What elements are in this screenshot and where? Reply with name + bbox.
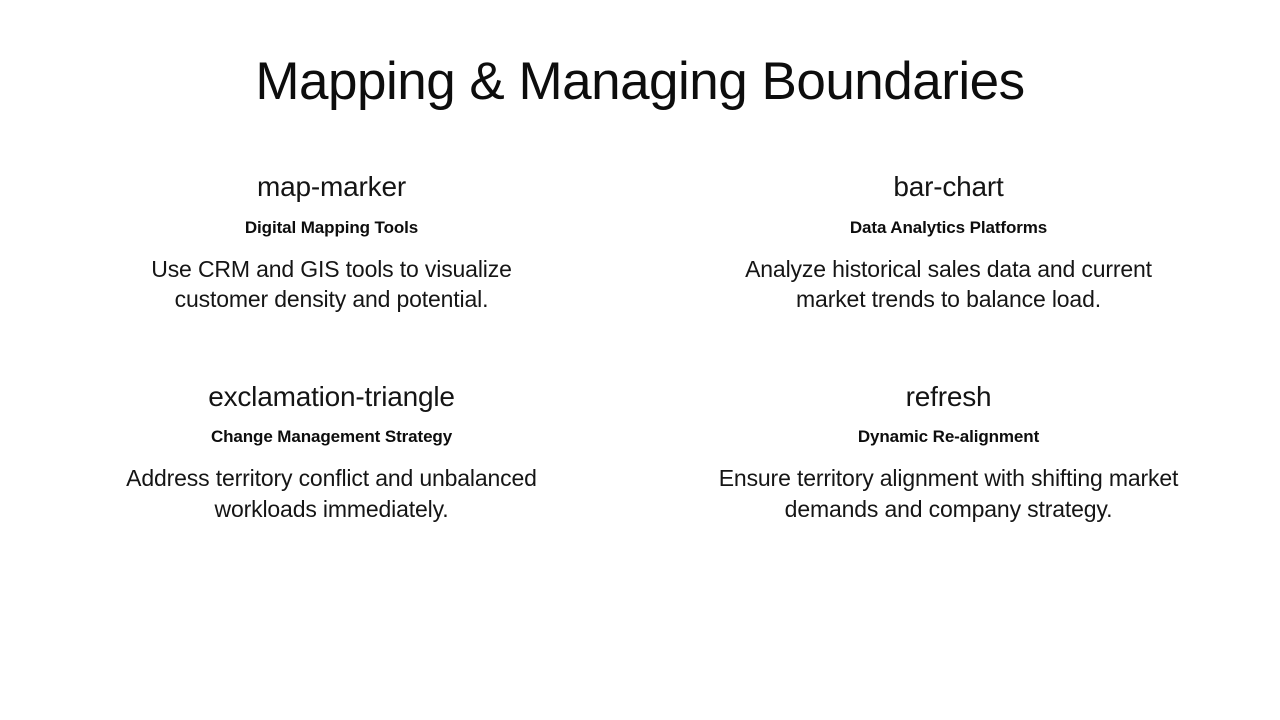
feature-card-subtitle: Data Analytics Platforms xyxy=(849,217,1048,237)
feature-card-subtitle: Change Management Strategy xyxy=(210,426,453,446)
feature-card-subtitle: Dynamic Re-alignment xyxy=(857,426,1040,446)
feature-card-subtitle: Digital Mapping Tools xyxy=(244,217,419,237)
feature-card-description: Analyze historical sales data and curren… xyxy=(745,255,1152,313)
feature-card-exclamation-triangle: exclamation-triangle Change Management S… xyxy=(72,381,592,524)
feature-card-bar-chart: bar-chart Data Analytics Platforms Analy… xyxy=(689,171,1209,314)
refresh-icon-label: refresh xyxy=(905,380,992,412)
feature-card-refresh: refresh Dynamic Re-alignment Ensure terr… xyxy=(689,381,1209,524)
feature-card-description: Address territory conflict and unbalance… xyxy=(126,465,537,522)
feature-card-map-marker: map-marker Digital Mapping Tools Use CRM… xyxy=(72,171,592,314)
bar-chart-icon-label: bar-chart xyxy=(893,171,1004,203)
map-marker-icon-label: map-marker xyxy=(257,171,406,203)
feature-card-grid: map-marker Digital Mapping Tools Use CRM… xyxy=(50,171,1230,524)
feature-card-description: Ensure territory alignment with shifting… xyxy=(718,465,1179,522)
page-title: Mapping & Managing Boundaries xyxy=(255,52,1025,111)
feature-card-description: Use CRM and GIS tools to visualize custo… xyxy=(151,255,512,313)
exclamation-triangle-icon-label: exclamation-triangle xyxy=(208,380,455,412)
